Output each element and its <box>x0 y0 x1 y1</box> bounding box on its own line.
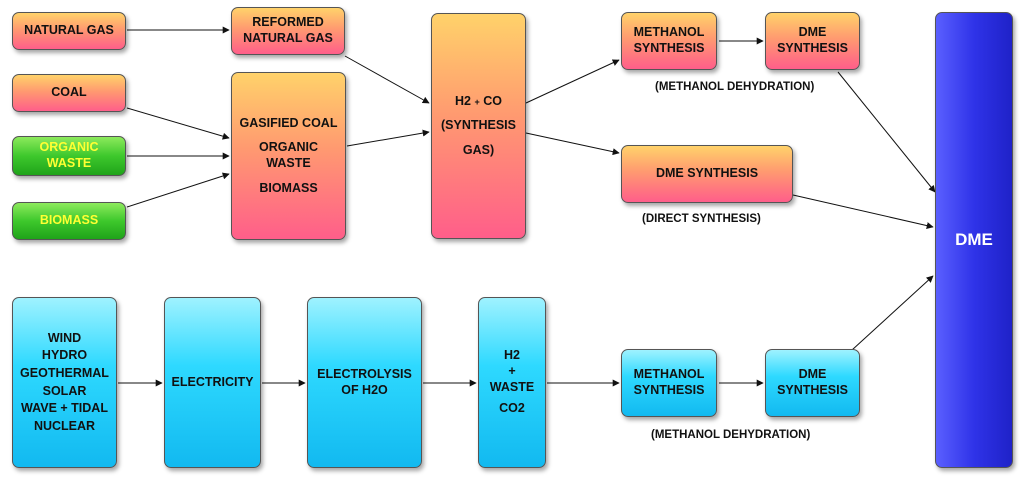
biomass-box: BIOMASS <box>12 202 126 240</box>
dme-product-box: DME <box>935 12 1013 468</box>
dme-top-label-1: DME <box>798 25 827 40</box>
arrow-syngas-to-methanol-top <box>525 59 620 104</box>
dme-direct-label: DME SYNTHESIS <box>655 166 759 181</box>
h2-waste-co2-box: H2 + WASTE CO2 <box>478 297 546 468</box>
syngas-line-2: (SYNTHESIS <box>440 118 516 133</box>
reformed-label-1: REFORMED <box>252 15 324 30</box>
renewable-hydro: HYDRO <box>41 348 88 363</box>
renewable-wind: WIND <box>47 330 82 345</box>
reformed-natural-gas-box: REFORMED NATURAL GAS <box>231 7 345 55</box>
renewable-geothermal: GEOTHERMAL <box>20 365 109 380</box>
methanol-dehydration-bottom-caption: (METHANOL DEHYDRATION) <box>651 429 811 441</box>
plus-label: + <box>508 363 516 378</box>
dme-synthesis-bottom-box: DME SYNTHESIS <box>765 349 860 417</box>
natural-gas-box: NATURAL GAS <box>12 12 126 50</box>
electrolysis-label-2: OF H2O <box>341 382 388 397</box>
renewable-wave-tidal: WAVE + TIDAL <box>21 401 108 416</box>
methanol-top-label-1: METHANOL <box>633 25 705 40</box>
methanol-dehydration-top-caption: (METHANOL DEHYDRATION) <box>655 81 815 93</box>
syngas-h2: H2 <box>455 93 471 108</box>
electricity-label: ELECTRICITY <box>171 374 254 389</box>
waste-label: WASTE <box>489 379 535 394</box>
arrow-gasified-to-syngas <box>346 129 430 147</box>
methanol-top-label-2: SYNTHESIS <box>633 41 705 55</box>
methanol-synthesis-top-box: METHANOL SYNTHESIS <box>621 12 717 70</box>
natural-gas-label: NATURAL GAS <box>24 23 114 38</box>
arrow-dme-direct-to-dme <box>792 194 934 230</box>
coal-box: COAL <box>12 74 126 112</box>
syngas-formula: H2 + CO <box>455 94 502 110</box>
direct-synthesis-caption: (DIRECT SYNTHESIS) <box>642 213 761 225</box>
arrow-coal-to-gasified <box>126 107 230 140</box>
arrow-dme-bottom-to-dme <box>851 275 934 351</box>
co2-label: CO2 <box>499 401 525 416</box>
gasified-biomass-label: BIOMASS <box>259 180 318 195</box>
syngas-plus: + <box>474 96 480 107</box>
arrow-dme-top-to-dme <box>837 71 936 193</box>
renewable-solar: SOLAR <box>42 383 87 398</box>
h2-label: H2 <box>504 348 520 363</box>
dme-top-label-2: SYNTHESIS <box>777 41 848 55</box>
dme-synthesis-top-box: DME SYNTHESIS <box>765 12 860 70</box>
arrow-biomass-to-gasified <box>126 172 230 208</box>
arrow-reformed-to-syngas <box>344 55 430 104</box>
organic-waste-box: ORGANIC WASTE <box>12 136 126 176</box>
dme-bottom-label-2: SYNTHESIS <box>777 383 848 397</box>
dme-synthesis-direct-box: DME SYNTHESIS <box>621 145 793 203</box>
electricity-box: ELECTRICITY <box>164 297 261 468</box>
syngas-line-3: GAS) <box>462 142 495 157</box>
renewables-box: WIND HYDRO GEOTHERMAL SOLAR WAVE + TIDAL… <box>12 297 117 468</box>
biomass-label: BIOMASS <box>39 213 99 228</box>
gasified-coal-label: GASIFIED COAL <box>239 115 338 130</box>
electrolysis-box: ELECTROLYSIS OF H2O <box>307 297 422 468</box>
renewable-nuclear: NUCLEAR <box>33 418 96 433</box>
organic-waste-label-1: ORGANIC <box>39 140 99 155</box>
methanol-bottom-label-1: METHANOL <box>633 367 705 382</box>
dme-product-label: DME <box>955 230 993 250</box>
electrolysis-label-1: ELECTROLYSIS <box>317 366 412 381</box>
gasified-box: GASIFIED COAL ORGANIC WASTE BIOMASS <box>231 72 346 240</box>
arrow-syngas-to-dme-direct <box>525 132 620 156</box>
dme-bottom-label-1: DME <box>798 367 827 382</box>
syngas-co: CO <box>483 93 502 108</box>
methanol-synthesis-bottom-box: METHANOL SYNTHESIS <box>621 349 717 417</box>
gasified-organic-label: ORGANIC <box>258 140 319 155</box>
organic-waste-label-2: WASTE <box>46 156 92 170</box>
reformed-label-2: NATURAL GAS <box>243 31 333 45</box>
methanol-bottom-label-2: SYNTHESIS <box>633 383 705 397</box>
synthesis-gas-box: H2 + CO (SYNTHESIS GAS) <box>431 13 526 239</box>
coal-label: COAL <box>51 85 87 100</box>
gasified-waste-label: WASTE <box>266 156 311 170</box>
